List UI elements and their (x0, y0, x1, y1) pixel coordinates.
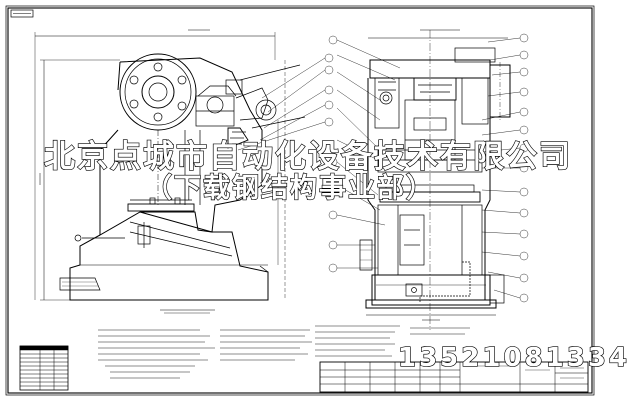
side-view-balloons (237, 53, 334, 151)
crank-icon (195, 79, 269, 149)
bolt-icon (137, 222, 151, 248)
border-frame (5, 5, 595, 396)
front-view-balloons (328, 33, 529, 303)
technical-notes (98, 325, 470, 379)
inner-frame (7, 7, 593, 394)
front-view (359, 29, 511, 330)
nameplate (413, 77, 457, 101)
side-view (34, 29, 306, 314)
flywheel-icon (119, 53, 197, 131)
parts-table (19, 345, 69, 391)
press-assembly-drawing (5, 5, 595, 396)
sheet-label-box (10, 9, 34, 18)
title-block (319, 361, 589, 393)
drawing-sheet: 北京点城市自动化设备技术有限公司 （下载钢结构事业部） 13521081334 (5, 5, 628, 396)
oil-cup (405, 283, 423, 297)
